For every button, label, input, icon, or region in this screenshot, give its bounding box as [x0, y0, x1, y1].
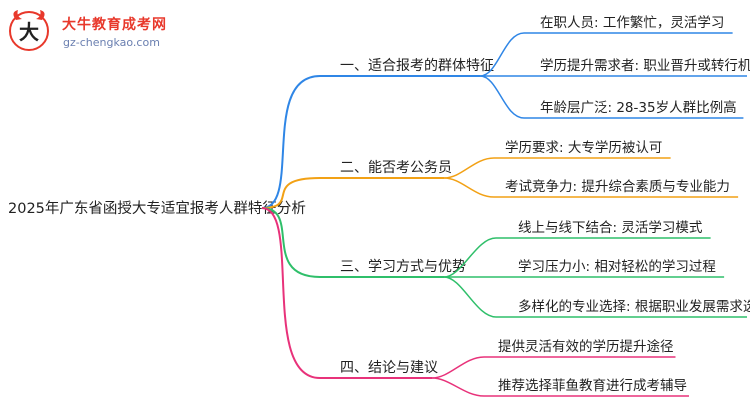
branch-topic: 三、学习方式与优势 — [340, 259, 466, 275]
child-topic: 年龄层广泛: 28-35岁人群比例高 — [540, 99, 737, 116]
branch-connector — [261, 207, 444, 278]
child-topic: 在职人员: 工作繁忙，灵活学习 — [540, 15, 724, 31]
branch-connector — [261, 207, 432, 379]
child-connector — [431, 356, 676, 379]
branch-topic: 四、结论与建议 — [340, 360, 438, 376]
child-topic: 学历提升需求者: 职业晋升或转行机会 — [540, 58, 750, 74]
child-topic: 学习压力小: 相对轻松的学习过程 — [518, 259, 716, 275]
branch-connector — [261, 75, 480, 209]
child-connector — [443, 237, 711, 278]
child-connector — [479, 75, 744, 119]
child-connector — [443, 276, 747, 318]
site-logo[interactable]: 大 大牛教育成考网 gz-chengkao.com — [6, 6, 246, 56]
branch-topic: 二、能否考公务员 — [340, 160, 452, 176]
root-topic: 2025年广东省函授大专适宜报考人群特征分析 — [8, 200, 306, 217]
child-topic: 考试竞争力: 提升综合素质与专业能力 — [505, 178, 730, 195]
site-url: gz-chengkao.com — [63, 36, 160, 49]
site-name: 大牛教育成考网 — [62, 17, 167, 33]
child-connector — [479, 32, 733, 77]
child-topic: 推荐选择菲鱼教育进行成考辅导 — [498, 377, 687, 394]
child-topic: 多样化的专业选择: 根据职业发展需求选择 — [518, 298, 750, 315]
branch-connector — [261, 177, 444, 209]
bull-logo-icon: 大 — [9, 10, 49, 51]
child-topic: 线上与线下结合: 灵活学习模式 — [518, 220, 703, 236]
branch-topic: 一、适合报考的群体特征 — [340, 58, 494, 74]
child-connector — [443, 177, 739, 198]
child-connector — [431, 377, 689, 397]
child-connector — [443, 157, 671, 179]
svg-text:大: 大 — [19, 20, 39, 44]
child-topic: 学历要求: 大专学历被认可 — [505, 140, 662, 156]
child-topic: 提供灵活有效的学历提升途径 — [498, 338, 674, 355]
